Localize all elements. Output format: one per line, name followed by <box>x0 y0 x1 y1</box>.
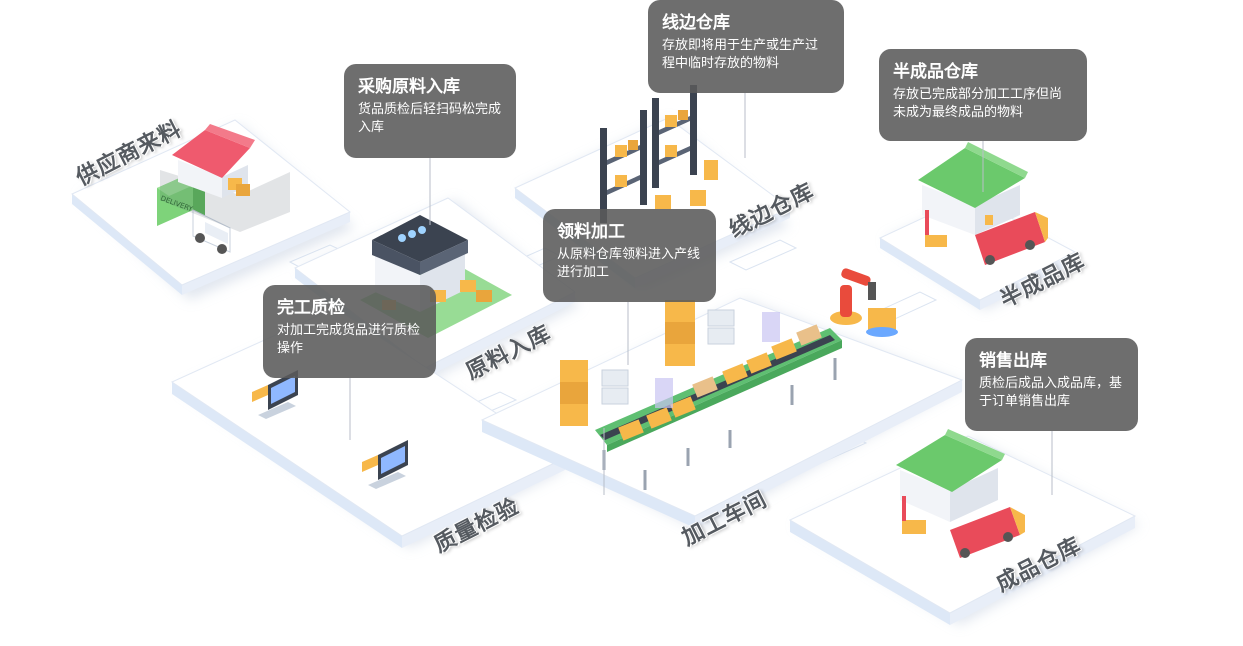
callout-sales-title: 销售出库 <box>979 351 1047 371</box>
callout-line-side-title: 线边仓库 <box>662 13 730 33</box>
quality-stations <box>252 370 408 489</box>
callout-processing-title: 领料加工 <box>557 222 625 242</box>
callout-semi: 半成品仓库 存放已完成部分加工工序但尚未成为最终成品的物料 <box>879 49 1087 141</box>
callout-line-side-desc: 存放即将用于生产或生产过程中临时存放的物料 <box>662 38 819 71</box>
callout-purchase-desc: 货品质检后轻扫码松完成入库 <box>358 102 502 135</box>
callout-semi-title: 半成品仓库 <box>893 62 978 82</box>
callout-purchase-title: 采购原料入库 <box>358 77 460 97</box>
callout-sales: 销售出库 质检后成品入成品库，基于订单销售出库 <box>965 338 1138 431</box>
robot-arm <box>830 268 898 337</box>
semi-warehouse <box>918 142 1048 265</box>
callout-purchase: 采购原料入库 货品质检后轻扫码松完成入库 <box>344 64 516 158</box>
callout-line-side: 线边仓库 存放即将用于生产或生产过程中临时存放的物料 <box>648 0 844 93</box>
platform-supplier <box>71 119 351 295</box>
finished-warehouse <box>896 429 1025 558</box>
callout-sales-desc: 质检后成品入成品库，基于订单销售出库 <box>979 376 1123 409</box>
platform-workshop <box>480 297 964 528</box>
callout-semi-desc: 存放已完成部分加工工序但尚未成为最终成品的物料 <box>893 87 1063 120</box>
line-side-shelves <box>600 85 718 223</box>
callout-processing: 领料加工 从原料仓库领料进入产线进行加工 <box>543 209 716 302</box>
callout-qc-desc: 对加工完成货品进行质检操作 <box>277 323 421 356</box>
supplier-house <box>160 124 290 232</box>
platform-finished <box>788 435 1137 625</box>
callout-qc: 完工质检 对加工完成货品进行质检操作 <box>263 285 436 378</box>
callout-processing-desc: 从原料仓库领料进入产线进行加工 <box>557 247 701 280</box>
callout-pointers <box>349 93 1053 495</box>
workshop-conveyor <box>560 300 842 490</box>
callout-qc-title: 完工质检 <box>277 298 345 318</box>
